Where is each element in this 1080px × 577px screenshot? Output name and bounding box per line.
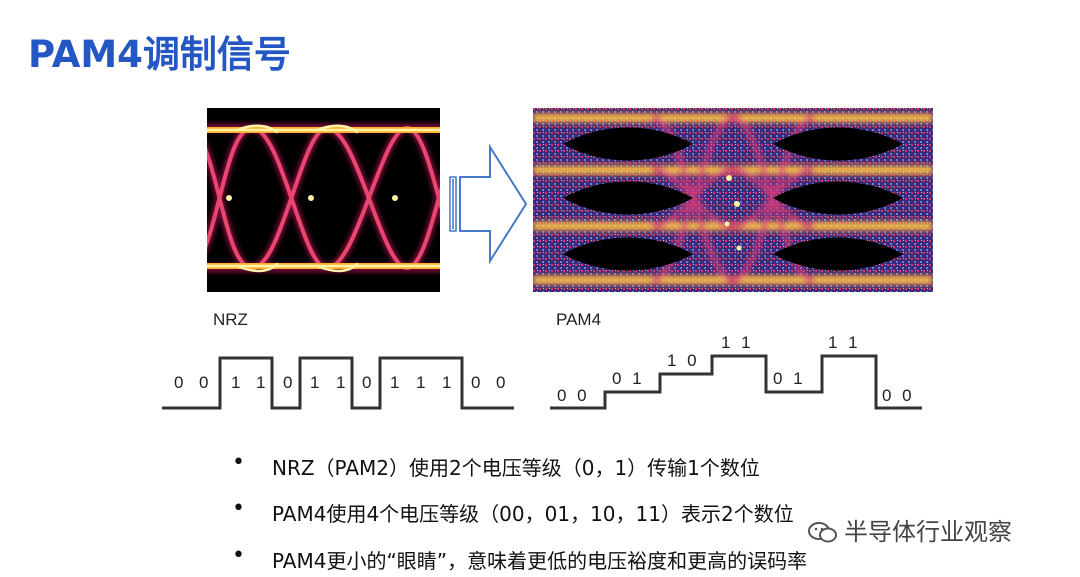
bullet-text: PAM4使用4个电压等级（00，01，10，11）表示2个数位 (272, 502, 794, 526)
nrz-bit: 1 (336, 373, 346, 392)
pam4-symbol: 1 1 (828, 333, 858, 352)
bullet-text: NRZ（PAM2）使用2个电压等级（0，1）传输1个数位 (272, 456, 760, 480)
watermark: 半导体行业观察 (808, 512, 1012, 547)
nrz-bit: 1 (231, 373, 241, 392)
pam4-symbol: 0 1 (773, 369, 803, 388)
pam4-symbol: 0 1 (612, 369, 642, 388)
wechat-logo-icon (808, 522, 837, 543)
nrz-bit: 1 (416, 373, 426, 392)
nrz-label: NRZ (213, 310, 248, 329)
pam4-symbol: 1 0 (667, 351, 697, 370)
nrz-bit: 0 (199, 373, 209, 392)
bullet-text: PAM4更小的“眼睛”，意味着更低的电压裕度和更高的误码率 (272, 549, 808, 573)
pam4-symbol: 1 1 (721, 333, 751, 352)
nrz-bit: 1 (442, 373, 452, 392)
nrz-bit: 0 (471, 373, 481, 392)
bullet-dot-icon: • (232, 496, 245, 521)
arrow-right-icon (449, 143, 528, 265)
pam4-symbol-labels: 0 0 0 1 1 0 1 1 0 1 1 1 0 0 (0, 0, 912, 405)
pam4-symbol: 0 0 (882, 386, 912, 405)
watermark-text: 半导体行业观察 (844, 518, 1012, 546)
pam4-eye-diagram (533, 108, 933, 292)
nrz-bit: 1 (390, 373, 400, 392)
nrz-bit: 1 (256, 373, 266, 392)
bullet-dot-icon: • (232, 450, 245, 475)
nrz-bit: 0 (283, 373, 293, 392)
nrz-eye-diagram (207, 108, 440, 292)
nrz-bit: 0 (362, 373, 372, 392)
page-title: PAM4调制信号 (28, 33, 291, 76)
pam4-label: PAM4 (556, 310, 602, 329)
nrz-bit: 0 (496, 373, 506, 392)
bullet-dot-icon: • (232, 543, 245, 568)
nrz-bit: 0 (174, 373, 184, 392)
pam4-symbol: 0 0 (557, 386, 587, 405)
nrz-bit: 1 (310, 373, 320, 392)
